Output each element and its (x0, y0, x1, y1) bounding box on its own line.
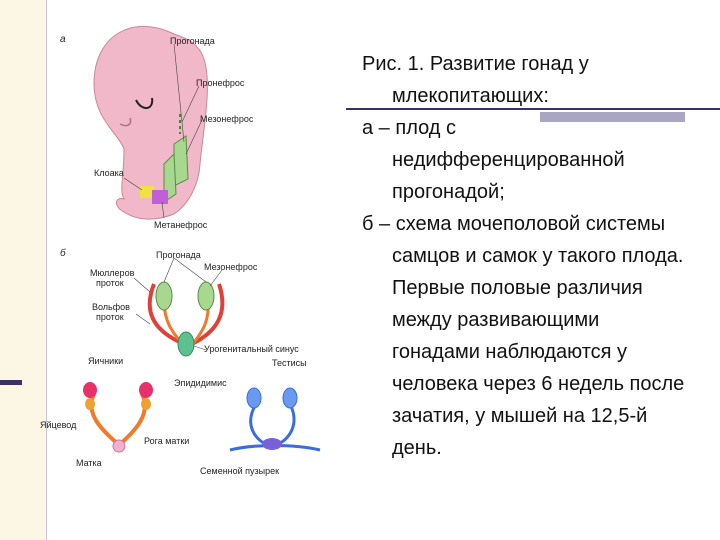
label-progonada-b: Прогонада (156, 250, 201, 260)
label-yaichniki: Яичники (88, 356, 123, 366)
panel-a-letter: а (60, 34, 66, 45)
panel-b-letter: б (60, 247, 66, 259)
label-myuller-2: проток (96, 278, 124, 288)
female-scheme (83, 382, 153, 453)
label-yaitsevod: Яйцевод (40, 420, 77, 430)
label-kloaka: Клоака (94, 168, 124, 178)
label-testisy: Тестисы (272, 358, 307, 368)
label-roga-matki: Рога матки (144, 436, 189, 446)
label-volf-1: Вольфов (92, 302, 130, 312)
label-semennoy: Семенной пузырек (200, 466, 279, 476)
male-scheme (229, 387, 321, 452)
label-matka: Матка (76, 458, 102, 468)
label-volf-2: проток (96, 312, 124, 322)
panel-a-leaders (123, 43, 203, 219)
label-mezonefros-a: Мезонефрос (200, 114, 254, 124)
divider-line (46, 0, 47, 540)
header-rule-shadow (540, 112, 685, 122)
left-accent-line (0, 380, 22, 385)
header-rule (346, 108, 720, 110)
label-myuller-1: Мюллеров (90, 268, 135, 278)
label-epididimis: Эпидидимис (174, 378, 227, 388)
label-pronefros: Пронефрос (196, 78, 245, 88)
caption-part-a: а – плод с недифференцированной прогонад… (362, 117, 625, 203)
label-mezonefros-b: Мезонефрос (204, 262, 258, 272)
figure-caption: Рис. 1. Развитие гонад у млекопитающих: … (362, 48, 692, 464)
label-metanefros: Метанефрос (154, 220, 208, 230)
label-urogenital: Урогенитальный синус (204, 344, 299, 354)
caption-title: Рис. 1. Развитие гонад у млекопитающих: (362, 53, 589, 107)
panel-b-leaders (133, 257, 223, 351)
label-progonada-a: Прогонада (170, 36, 215, 46)
left-decor-bar (0, 0, 46, 540)
caption-part-b: б – схема мочеполовой системы самцов и с… (362, 213, 685, 459)
indifferent-scheme (147, 281, 225, 357)
embryo-illustration (93, 25, 208, 220)
gonad-development-figure: а Прогонада Пронефрос Мезонефрос Клоака … (40, 25, 321, 476)
